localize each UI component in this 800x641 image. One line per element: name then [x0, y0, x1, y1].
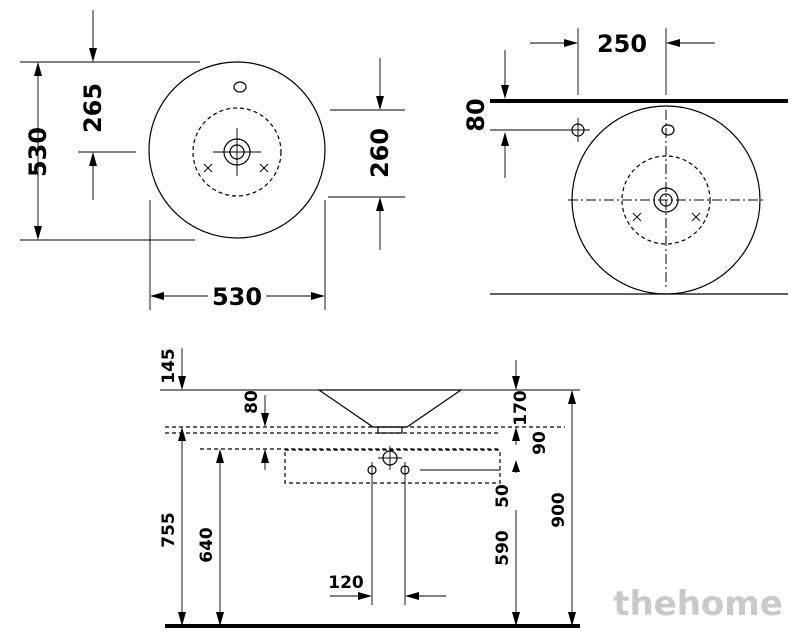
bowl-dashed-circle-right [621, 155, 711, 245]
basin-outline [148, 61, 326, 239]
fixing-mark-right [259, 163, 269, 173]
dim-250: 250 [597, 30, 647, 58]
cabinet-outline [284, 449, 501, 484]
dim-145: 145 [159, 348, 179, 384]
dim-590: 590 [493, 530, 513, 566]
dim-530-width: 530 [212, 283, 262, 311]
basin-bowl-side [317, 389, 463, 428]
tap-hole-right [661, 124, 675, 136]
dim-640: 640 [197, 527, 217, 563]
fixing-mark-left-right [632, 212, 642, 222]
dim-260: 260 [366, 128, 394, 178]
dim-80-side: 80 [242, 390, 262, 414]
dim-170: 170 [511, 390, 531, 426]
dim-530-height: 530 [24, 127, 52, 177]
watermark-logo: thehome [613, 584, 783, 624]
dim-80-wall: 80 [462, 98, 490, 131]
dim-120: 120 [328, 573, 364, 593]
dim-50: 50 [493, 484, 513, 508]
waste-stub [377, 426, 403, 434]
fixing-mark-right-right [691, 212, 701, 222]
side-view: 145 80 755 640 170 90 50 590 [159, 348, 580, 628]
fixing-mark-left [203, 163, 213, 173]
tap-hole [233, 81, 247, 93]
dim-900: 900 [549, 492, 569, 528]
top-view: 530 265 530 260 [20, 10, 405, 311]
drain-outer-right [653, 187, 679, 213]
bowl-dashed-circle [192, 107, 282, 197]
dim-90: 90 [530, 431, 550, 455]
dim-755: 755 [159, 512, 179, 548]
wall-view: 250 80 [462, 28, 788, 295]
drain-inner-right [659, 193, 673, 207]
dim-265: 265 [79, 83, 107, 133]
